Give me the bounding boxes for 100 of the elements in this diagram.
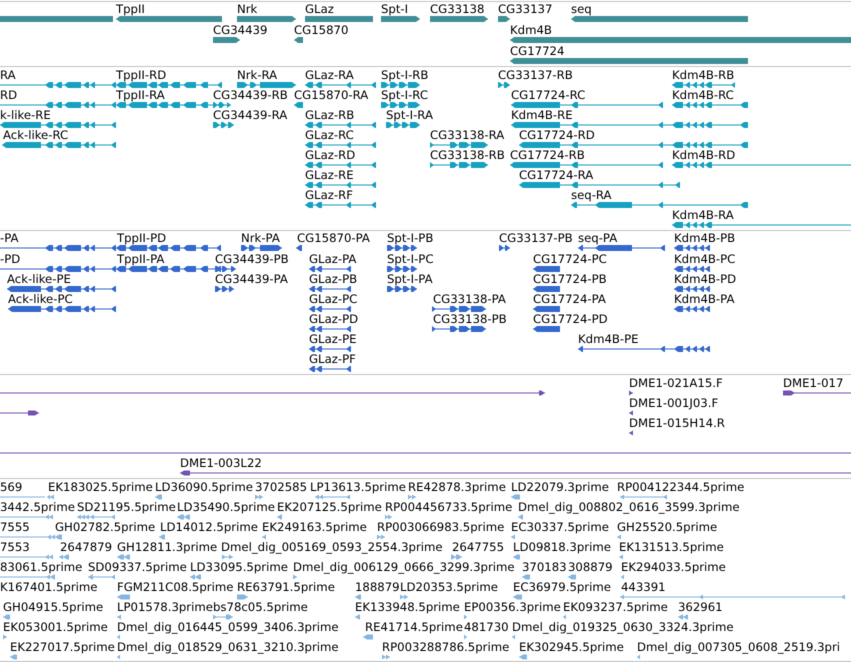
- feature-label: TppII-PA: [117, 252, 164, 266]
- feature-label: GH02782.5prime: [55, 520, 156, 534]
- feature-label: GLaz-PC: [309, 292, 358, 306]
- feature-label: GH12811.3prime: [117, 540, 218, 554]
- feature-label: GH25520.5prime: [617, 520, 718, 534]
- feature-label: CG17724-PA: [533, 292, 606, 306]
- feature-label: 188879: [355, 580, 400, 594]
- feature-label: DME1-017: [783, 376, 844, 390]
- feature-label: GLaz-RD: [305, 148, 356, 162]
- feature-label: CG34439-RA: [213, 108, 288, 122]
- feature-label: 83061.5prime: [0, 560, 82, 574]
- feature-label: Ack-like-RC: [3, 128, 68, 142]
- feature-label: LD20353.5prime: [400, 580, 498, 594]
- feature-label: Dmel_dig_007305_0608_2519.3pri: [637, 640, 840, 654]
- feature-label: CG17724-PD: [533, 312, 608, 326]
- feature-label: Kdm4B-PE: [578, 332, 639, 346]
- feature-label: Ack-like-PC: [8, 292, 73, 306]
- feature-label: CG33137: [498, 2, 552, 16]
- feature-label: 362961: [678, 600, 723, 614]
- feature-label: seq-RA: [571, 188, 612, 202]
- feature-label: Nrk: [237, 2, 258, 16]
- feature-label: Kdm4B-RA: [672, 208, 734, 222]
- feature-label: 3702585: [255, 480, 308, 494]
- feature-label: RE41714.5prime: [365, 620, 463, 634]
- feature-label: SD09337.5prime: [88, 560, 187, 574]
- feature-label: Dmel_dig_018529_0631_3210.3prime: [117, 640, 339, 654]
- feature-label: RP004456733.5prime: [385, 500, 512, 514]
- feature-label: EK133948.5prime: [355, 600, 460, 614]
- feature-label: Spt-I-RA: [386, 108, 433, 122]
- feature-label: CG34439: [213, 23, 268, 37]
- feature-label: Dmel_dig_016445_0599_3406.3prime: [117, 620, 339, 634]
- feature-label: CG33138: [430, 2, 484, 16]
- feature-label: EK207125.5prime: [277, 500, 382, 514]
- feature-label: Kdm4B-PB: [674, 231, 736, 245]
- feature-label: Spt-I: [381, 2, 408, 16]
- feature-label: EC36979.5prime: [513, 580, 611, 594]
- feature-label: GLaz-PD: [309, 312, 358, 326]
- feature-label: LD22079.3prime: [511, 480, 609, 494]
- feature-label: RA: [0, 68, 16, 82]
- feature-label: FGM211C08.5prime: [117, 580, 234, 594]
- feature-label: DME1-001J03.F: [629, 396, 718, 410]
- feature-label: Spt-I-RB: [381, 68, 428, 82]
- feature-label: GLaz-RB: [305, 108, 354, 122]
- feature-label: CG34439-PA: [215, 272, 288, 286]
- feature-label: GLaz-RE: [305, 168, 354, 182]
- feature-label: EC30337.5prime: [511, 520, 609, 534]
- feature-label: Kdm4B-RC: [672, 88, 734, 102]
- feature-label: Dmel_dig_008802_0616_3599.3prime: [518, 500, 740, 514]
- feature-label: CG17724-RD: [519, 128, 595, 142]
- feature-label: TppII-RA: [116, 88, 165, 102]
- feature-label: CG34439-PB: [215, 252, 289, 266]
- feature-label: GLaz: [305, 2, 334, 16]
- feature-label: DME1-021A15.F: [629, 376, 723, 390]
- feature-label: Spt-I-PA: [387, 272, 433, 286]
- feature-label: GLaz-RF: [305, 188, 353, 202]
- feature-label: RP003288786.5prime: [382, 640, 510, 654]
- feature-label: k-like-RE: [0, 108, 51, 122]
- feature-label: TppII: [116, 2, 145, 16]
- feature-label: CG33138-PA: [433, 292, 506, 306]
- feature-label: 7555: [0, 520, 30, 534]
- feature-label: 3442.5prime: [0, 500, 75, 514]
- feature-label: RP004122344.5prime: [617, 480, 744, 494]
- feature-label: LD09818.3prime: [513, 540, 611, 554]
- feature-label: GLaz-RC: [305, 128, 354, 142]
- feature-label: Spt-I-PC: [387, 252, 434, 266]
- feature-label: LD36090.5prime: [155, 480, 253, 494]
- feature-label: 370183: [522, 560, 567, 574]
- feature-label: Kdm4B-RD: [672, 148, 736, 162]
- feature-label: TppII-RD: [116, 68, 166, 82]
- feature-label: 2647755: [452, 540, 504, 554]
- feature-label: GLaz-PE: [309, 332, 357, 346]
- feature-label: Dmel_dig_019325_0630_3324.3prime: [512, 620, 734, 634]
- feature-label: seq-PA: [578, 231, 618, 245]
- feature-label: Dmel_dig_006129_0666_3299.3prime: [293, 560, 515, 574]
- feature-label: GH04915.5prime: [3, 600, 104, 614]
- feature-label: LD14012.5prime: [160, 520, 258, 534]
- feature-label: EP00356.3prime: [464, 600, 561, 614]
- feature-label: RE42878.3prime: [408, 480, 506, 494]
- feature-label: EK093237.5prime: [563, 600, 668, 614]
- feature-label: LP01578.3prime: [117, 600, 213, 614]
- feature-label: CG34439-RB: [213, 88, 288, 102]
- feature-label: Kdm4B: [510, 23, 552, 37]
- feature-label: DME1-015H14.R: [629, 416, 725, 430]
- feature-label: 481730: [464, 620, 509, 634]
- feature-label: Spt-I-PB: [387, 231, 434, 245]
- feature-label: LD35490.5prime: [177, 500, 275, 514]
- feature-label: LP13613.5prime: [310, 480, 406, 494]
- feature-label: 308879: [568, 560, 613, 574]
- feature-label: bs78c05.5prime: [213, 600, 308, 614]
- feature-label: -PA: [0, 231, 19, 245]
- feature-label: CG17724-PC: [533, 252, 607, 266]
- feature-label: GLaz-PF: [309, 352, 356, 366]
- feature-label: LD33095.5prime: [190, 560, 288, 574]
- feature-label: Dmel_dig_005169_0593_2554.3prime: [221, 540, 443, 554]
- feature-label: Ack-like-PE: [7, 272, 71, 286]
- feature-label: CG17724-RB: [510, 148, 585, 162]
- feature-label: Kdm4B-RE: [511, 108, 573, 122]
- feature-label: seq: [571, 2, 592, 16]
- feature-label: CG17724-RA: [519, 168, 594, 182]
- feature-label: CG17724-PB: [533, 272, 607, 286]
